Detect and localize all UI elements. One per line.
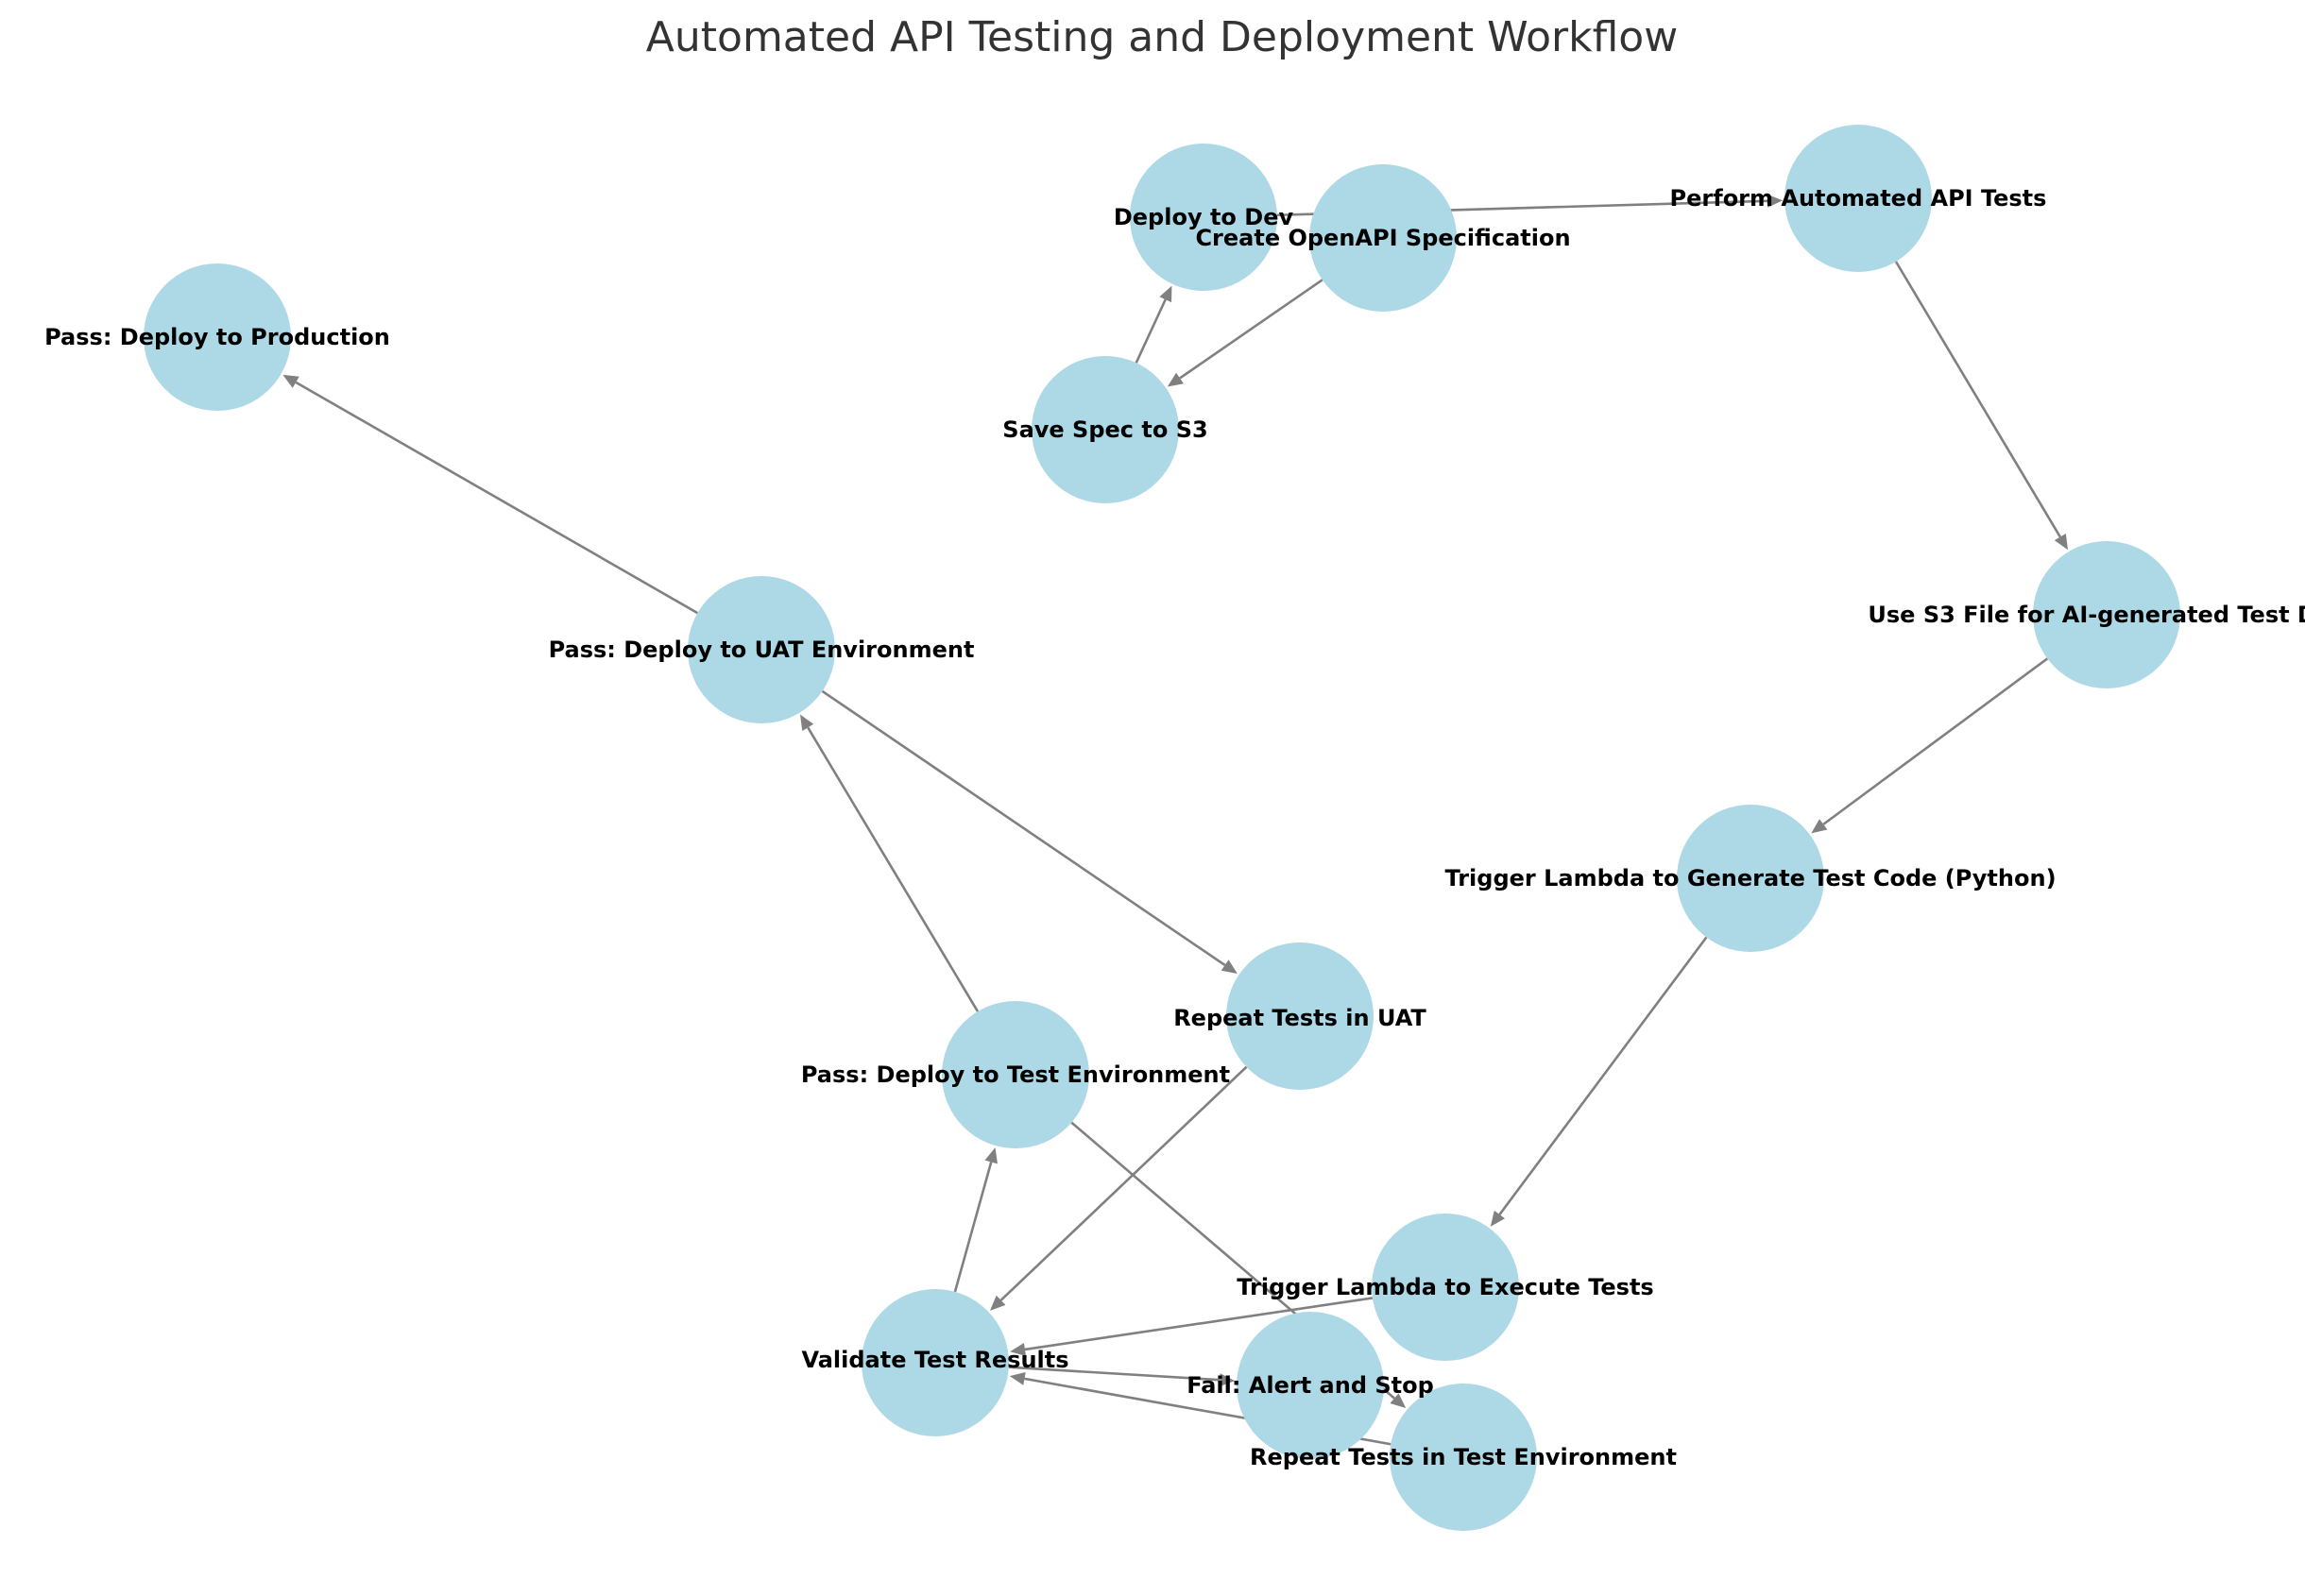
node-create_spec	[1309, 164, 1457, 312]
nodes-layer	[144, 125, 2180, 1531]
arrowhead	[1390, 1393, 1407, 1409]
node-label-validate: Validate Test Results	[801, 1347, 1068, 1373]
node-label-perform_tests: Perform Automated API Tests	[1670, 185, 2047, 212]
edge-create_spec-to-save_s3	[1167, 279, 1323, 387]
arrowhead	[282, 374, 299, 388]
node-use_s3	[2033, 541, 2180, 688]
arrowhead	[1010, 1343, 1026, 1356]
arrowhead	[1221, 959, 1238, 974]
edge-validate-to-pass_test_env	[953, 1147, 998, 1293]
node-label-save_s3: Save Spec to S3	[1002, 416, 1207, 443]
arrowhead	[1490, 1210, 1506, 1227]
node-deploy_dev	[1130, 144, 1277, 291]
node-trigger_generate	[1677, 805, 1824, 952]
arrowhead	[989, 1295, 1006, 1311]
node-label-create_spec: Create OpenAPI Specification	[1195, 225, 1570, 251]
node-label-use_s3: Use S3 File for AI-generated Test Doc	[1868, 602, 2305, 628]
arrowhead	[2054, 533, 2069, 551]
arrowhead	[1811, 819, 1828, 834]
edge-pass_uat-to-pass_prod	[282, 374, 699, 615]
arrowhead	[800, 714, 814, 731]
arrowhead	[1009, 1372, 1026, 1385]
node-label-pass_test_env: Pass: Deploy to Test Environment	[801, 1061, 1230, 1088]
edge-perform_tests-to-use_s3	[1894, 261, 2069, 551]
node-label-pass_uat: Pass: Deploy to UAT Environment	[549, 637, 975, 663]
node-label-repeat_uat: Repeat Tests in UAT	[1173, 1005, 1426, 1031]
arrowhead	[984, 1147, 998, 1164]
edge-use_s3-to-trigger_generate	[1811, 657, 2049, 834]
node-validate	[862, 1289, 1009, 1436]
edge-repeat_uat-to-validate	[989, 1065, 1248, 1311]
node-repeat_uat	[1226, 942, 1374, 1090]
node-pass_prod	[144, 263, 291, 411]
node-pass_test_env	[942, 1001, 1089, 1148]
edge-trigger_execute-to-validate	[1010, 1297, 1374, 1356]
edges-layer	[282, 194, 2069, 1446]
node-label-trigger_generate: Trigger Lambda to Generate Test Code (Py…	[1444, 865, 2056, 891]
node-label-trigger_execute: Trigger Lambda to Execute Tests	[1237, 1274, 1653, 1300]
edge-save_s3-to-deploy_dev	[1135, 285, 1172, 364]
node-perform_tests	[1784, 125, 1932, 272]
arrowhead	[1219, 1373, 1236, 1387]
edge-pass_test_env-to-pass_uat	[800, 714, 980, 1012]
node-label-deploy_dev: Deploy to Dev	[1114, 204, 1294, 230]
diagram-title: Automated API Testing and Deployment Wor…	[646, 13, 1678, 61]
node-label-fail_alert: Fail: Alert and Stop	[1187, 1372, 1434, 1399]
node-trigger_execute	[1372, 1214, 1519, 1361]
node-pass_uat	[688, 576, 835, 723]
edge-pass_uat-to-repeat_uat	[821, 689, 1238, 974]
node-fail_alert	[1237, 1312, 1384, 1459]
arrowhead	[1767, 194, 1784, 208]
node-repeat_test_env	[1390, 1384, 1537, 1531]
node-label-pass_prod: Pass: Deploy to Production	[44, 324, 390, 350]
edge-trigger_generate-to-trigger_execute	[1490, 936, 1708, 1227]
node-save_s3	[1032, 356, 1179, 503]
arrowhead	[1159, 285, 1172, 303]
node-label-repeat_test_env: Repeat Tests in Test Environment	[1250, 1444, 1677, 1470]
arrowhead	[1167, 372, 1184, 387]
edge-validate-to-fail_alert	[1008, 1366, 1236, 1387]
